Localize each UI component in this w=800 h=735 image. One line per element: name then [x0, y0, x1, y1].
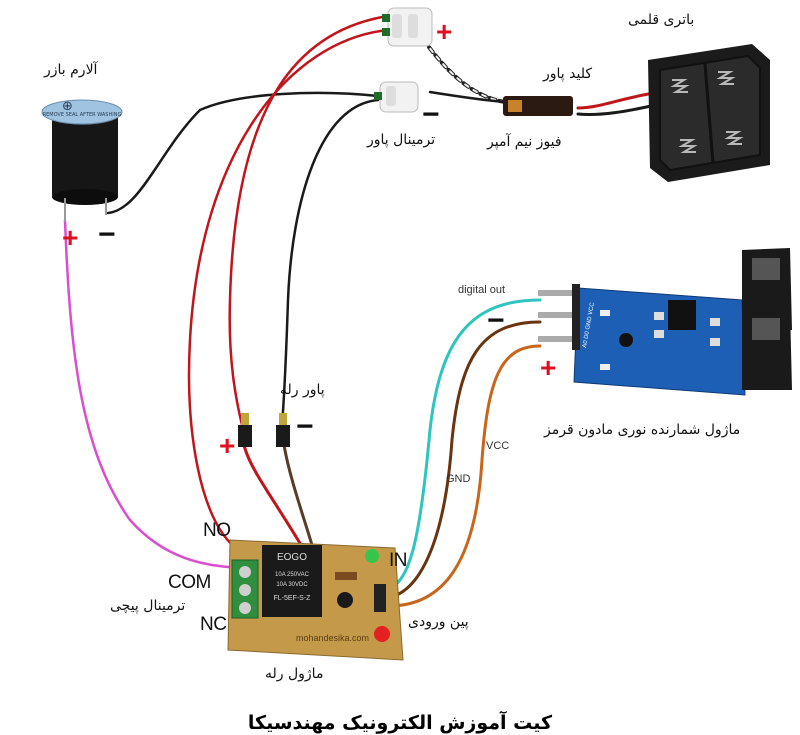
red-wire-to-relay-power — [228, 14, 390, 427]
buzzer-black-wire — [106, 91, 380, 215]
relay-model: FL-5EF-S-Z — [274, 595, 312, 602]
buzzer-sticker: REMOVE SEAL AFTER WASHING — [43, 112, 122, 118]
battery-red-wire — [576, 90, 662, 110]
label-vcc: VCC — [486, 440, 510, 452]
orange-wire — [383, 344, 542, 608]
label-battery: باتری قلمی — [628, 12, 695, 28]
relay-module: EOGO 10A 250VAC 10A 30VDC FL-5EF-S-Z moh… — [227, 539, 404, 661]
red-wire-to-relay-com — [187, 28, 390, 550]
power-terminal-minus — [374, 81, 419, 113]
plus-sign-terminal: + — [436, 16, 453, 47]
twisted-wire-white — [419, 34, 506, 103]
plus-sign-buzzer: + — [62, 222, 79, 253]
plus-sign-ir: + — [540, 352, 557, 383]
power-terminal-plus — [382, 7, 433, 47]
label-digital-out: digital out — [458, 284, 506, 296]
label-fuse: فیوز نیم آمپر — [487, 134, 562, 150]
label-com: COM — [168, 572, 211, 593]
fuse-black-wire — [428, 90, 507, 104]
relay-red-lead — [242, 443, 312, 562]
relay-brand: EOGO — [277, 552, 307, 563]
label-gnd: GND — [446, 473, 471, 485]
svg-text:⊕: ⊕ — [62, 99, 73, 114]
label-power-terminal: ترمینال پاور — [367, 132, 436, 148]
label-relay-module: ماژول رله — [265, 666, 324, 682]
label-in: IN — [389, 550, 408, 571]
wires — [63, 14, 662, 608]
plus-sign-relay-power: + — [219, 430, 236, 461]
buzzer: ⊕ REMOVE SEAL AFTER WASHING — [41, 99, 123, 222]
label-input-pin: پین ورودی — [408, 614, 469, 630]
magenta-wire — [63, 218, 238, 570]
battery-holder — [648, 44, 770, 182]
label-no: NO — [203, 520, 231, 541]
board-site: mohandesika.com — [296, 633, 369, 643]
ir-module: A0 D0 GND VCC — [538, 248, 792, 396]
cyan-wire — [383, 298, 542, 592]
minus-sign-buzzer: − — [98, 218, 116, 251]
relay-power-connectors — [238, 413, 290, 447]
label-screw-terminal: ترمینال پیچی — [110, 598, 186, 614]
minus-sign-terminal: − — [422, 98, 440, 131]
label-buzzer: آلارم بازر — [44, 62, 98, 78]
label-ir-module: ماژول شمارنده نوری مادون قرمز — [544, 422, 741, 438]
footer-title: کیت آموزش الکترونیک مهندسیکا — [247, 712, 553, 734]
power-switch — [503, 96, 573, 116]
relay-spec-1: 10A 250VAC — [275, 572, 310, 578]
label-relay-power: پاور رله — [280, 382, 325, 398]
minus-sign-ir: − — [487, 304, 505, 337]
label-nc: NC — [200, 614, 227, 635]
label-switch: کلید پاور — [543, 66, 593, 82]
brown-wire — [383, 320, 542, 600]
black-wire-to-relay-power — [280, 98, 380, 427]
minus-sign-relay-power: − — [296, 410, 314, 443]
relay-spec-2: 10A 30VDC — [276, 582, 308, 588]
